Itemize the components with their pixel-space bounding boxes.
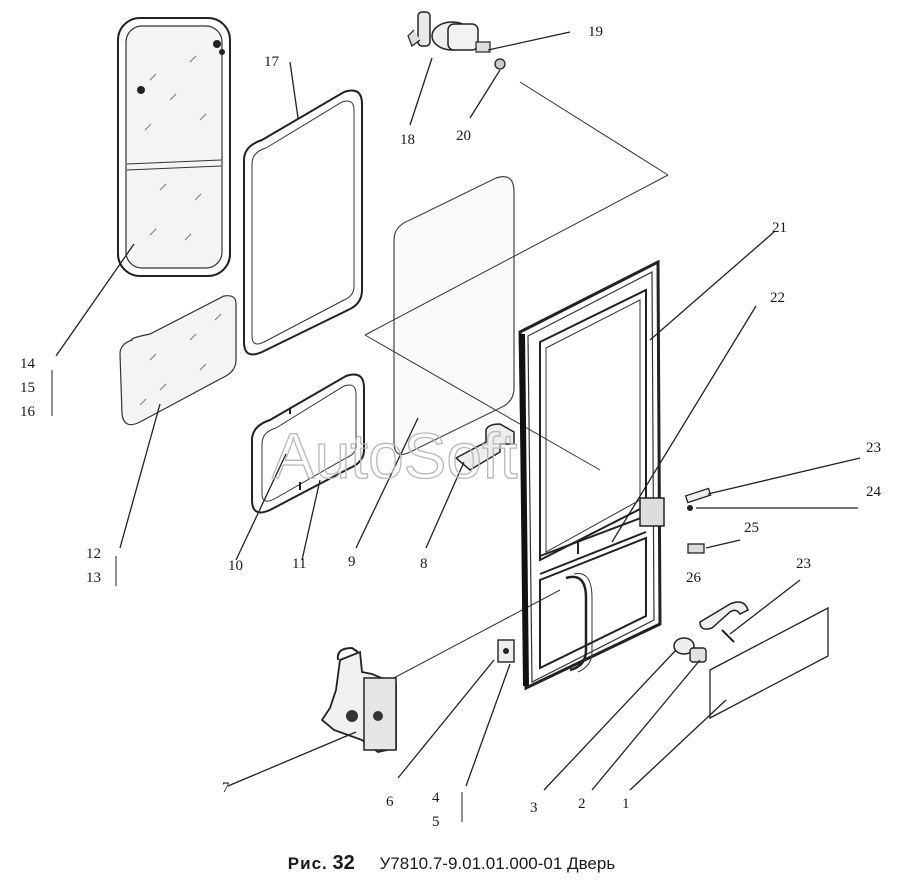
callout-18: 18 [400,132,415,148]
figure-number: 32 [332,852,355,874]
callout-26: 26 [686,570,702,586]
screw-25 [687,543,705,554]
callout-9: 9 [348,554,356,570]
door-frame-21 [518,259,665,691]
figure-caption: Рис. 32 У7810.7-9.01.01.000-01 Дверь [0,852,903,875]
callout-numbers: 1 2 3 4 5 6 7 8 9 10 11 12 13 14 15 16 1… [20,24,882,830]
callout-24: 24 [866,484,882,500]
lock-cylinder-18 [407,11,506,70]
callout-3: 3 [530,800,538,816]
callout-14: 14 [20,356,36,372]
leader-lines [51,31,861,822]
lower-glass-panel [119,295,237,426]
figure-prefix: Рис. [287,854,328,873]
callout-4: 4 [432,790,440,806]
callout-22: 22 [770,290,785,306]
handle-bracket-8 [454,423,515,471]
bushing-3 [673,637,707,663]
callout-7: 7 [222,780,230,796]
window-seal-17 [243,89,363,356]
figure-code: У7810.7-9.01.01.000-01 [379,854,563,873]
callout-19: 19 [588,24,603,40]
handle-26 [699,601,749,643]
callout-15: 15 [20,380,35,396]
callout-8: 8 [420,556,428,572]
callout-20: 20 [456,128,471,144]
callout-13: 13 [86,570,101,586]
callout-21: 21 [772,220,787,236]
callout-16: 16 [20,404,36,420]
callout-2: 2 [578,796,586,812]
callout-23b: 23 [796,556,811,572]
small-window-frame-10 [251,373,365,514]
bolt-23 [684,487,712,504]
callout-17: 17 [264,54,280,70]
door-glass-9 [393,176,515,455]
callout-23a: 23 [866,440,881,456]
door-latch-7 [320,646,397,753]
callout-1: 1 [622,796,630,812]
upper-window-glass [117,17,231,277]
washer-24 [687,505,693,511]
watermark-text: AutoSoft [272,420,518,492]
callout-5: 5 [432,814,440,830]
bracket-6 [497,639,515,663]
callout-10: 10 [228,558,243,574]
callout-6: 6 [386,794,394,810]
callout-25: 25 [744,520,759,536]
figure-title: Дверь [567,854,616,873]
plate-1 [709,606,829,720]
callout-11: 11 [292,556,306,572]
callout-12: 12 [86,546,101,562]
